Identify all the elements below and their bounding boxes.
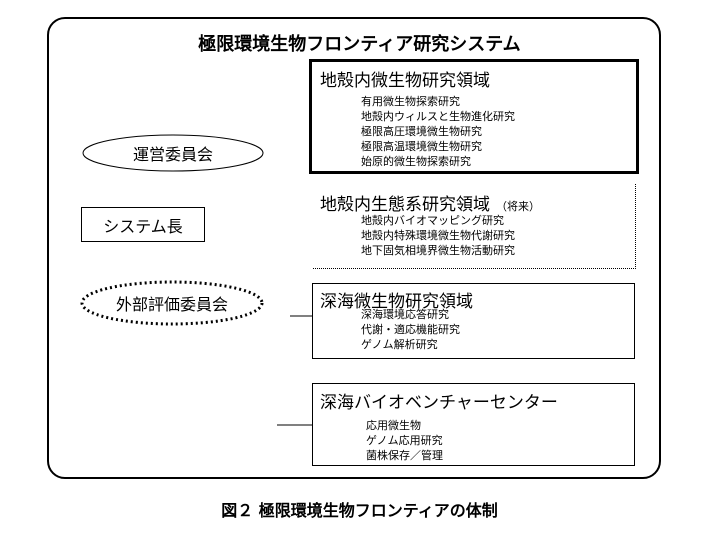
- director-box: システム長: [81, 207, 205, 242]
- list-item: 地下固気相境界微生物活動研究: [361, 244, 515, 257]
- area-box-crust-ecosystem: [313, 184, 636, 269]
- list-item: 有用微生物探索研究: [361, 95, 460, 108]
- list-item: ゲノム解析研究: [361, 338, 438, 351]
- area-box-crust-microbes: [309, 59, 639, 174]
- list-item: 地殻内バイオマッピング研究: [361, 214, 504, 227]
- area-box-deep-sea-microbes: [312, 283, 635, 359]
- list-item: 極限高圧環境微生物研究: [361, 125, 482, 138]
- area-items: 応用微生物 ゲノム応用研究 菌株保存／管理: [366, 418, 443, 463]
- system-title: 極限環境生物フロンティア研究システム: [198, 34, 521, 55]
- area-items: 深海環境応答研究 代謝・適応機能研究 ゲノム解析研究: [361, 307, 460, 352]
- external-committee-ellipse: [80, 280, 264, 326]
- area-title: 地殻内生態系研究領域 （将来）: [320, 190, 540, 215]
- area-items: 地殻内バイオマッピング研究 地殻内特殊環境微生物代謝研究 地下固気相境界微生物活…: [361, 213, 515, 258]
- area-title-text: 地殻内生態系研究領域: [320, 195, 490, 215]
- external-committee-label: 外部評価委員会: [115, 295, 228, 314]
- area-box-venture-center: [312, 383, 635, 466]
- list-item: 始原的微生物探索研究: [361, 155, 471, 168]
- list-item: 応用微生物: [366, 419, 421, 432]
- list-item: 深海環境応答研究: [361, 308, 449, 321]
- area-title: 深海バイオベンチャーセンター: [320, 393, 558, 413]
- area-title: 深海微生物研究領域: [320, 292, 473, 312]
- list-item: ゲノム応用研究: [366, 434, 443, 447]
- area-title: 地殻内微生物研究領域: [320, 71, 490, 91]
- area-items: 有用微生物探索研究 地殻内ウィルスと生物進化研究 極限高圧環境微生物研究 極限高…: [361, 94, 515, 169]
- figure-caption: 図２ 極限環境生物フロンティアの体制: [221, 501, 498, 520]
- committee-label: 運営委員会: [132, 145, 213, 164]
- list-item: 代謝・適応機能研究: [361, 323, 460, 336]
- list-item: 極限高温環境微生物研究: [361, 140, 482, 153]
- list-item: 地殻内ウィルスと生物進化研究: [361, 110, 515, 123]
- system-frame: [47, 17, 661, 479]
- area-note: （将来）: [496, 200, 540, 213]
- list-item: 地殻内特殊環境微生物代謝研究: [361, 229, 515, 242]
- list-item: 菌株保存／管理: [366, 449, 443, 462]
- committee-ellipse: [82, 134, 264, 172]
